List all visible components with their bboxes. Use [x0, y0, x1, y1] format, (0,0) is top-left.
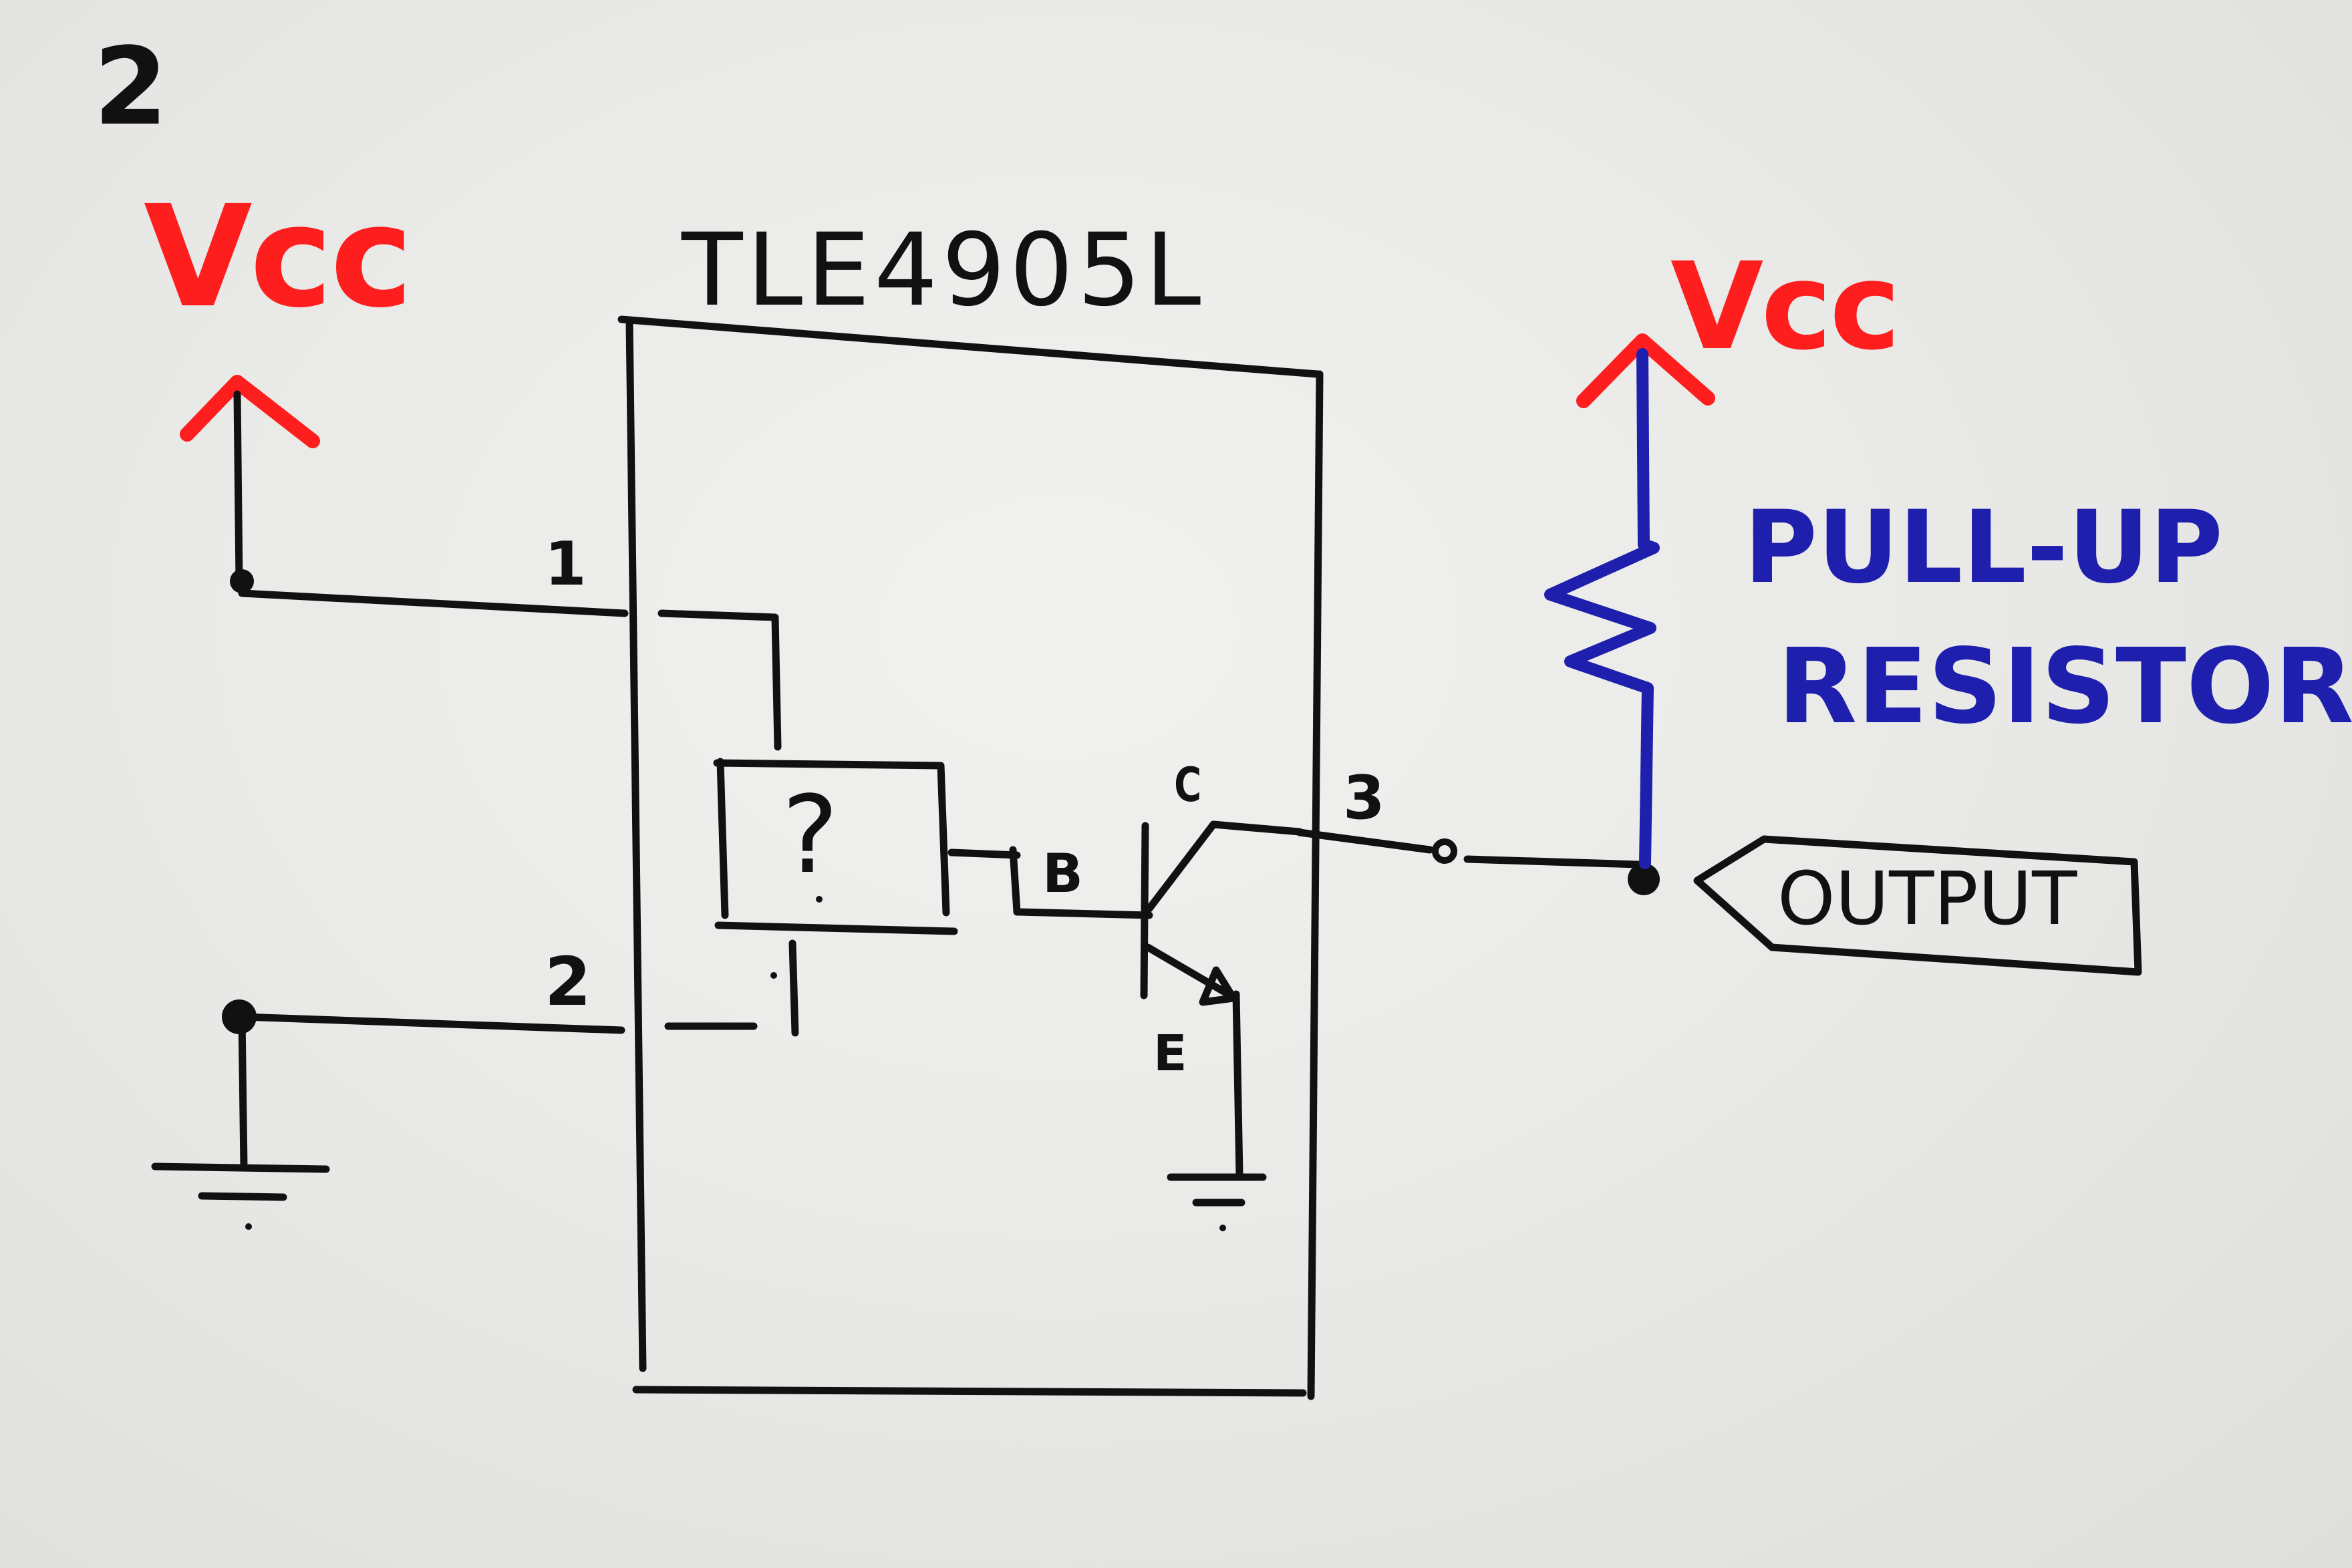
emitter-arrow: [1199, 966, 1237, 1006]
collector-lead: [1145, 820, 1304, 913]
output-label: OUTPUT: [1777, 856, 2077, 941]
pin3-wire: [1296, 828, 1434, 854]
pin2-internal-dot: [770, 972, 777, 979]
base-wire: [947, 846, 1153, 919]
internal-ground-icon: [1167, 1173, 1267, 1207]
left-vcc-arrow: [180, 375, 320, 448]
base-label: B: [1042, 842, 1083, 905]
pin1-label: 1: [545, 529, 587, 599]
pin3-label: 3: [1343, 763, 1385, 833]
output-flag: [1693, 835, 2142, 976]
pin2-wire: [238, 1013, 625, 1034]
left-ground-dot: [245, 1223, 252, 1230]
emitter-lead: [1144, 943, 1232, 998]
left-vcc-wire: [233, 390, 243, 585]
chip-title: TLE4905L: [682, 212, 1205, 329]
unknown-block-dot: [816, 896, 823, 903]
left-ground-icon: [151, 1162, 330, 1201]
right-vcc-label: Vcc: [1670, 237, 1901, 377]
output-wire: [1463, 855, 1642, 869]
pin2-internal-wire: [664, 939, 799, 1037]
internal-ground-dot: [1219, 1225, 1226, 1231]
left-vcc-label: Vcc: [144, 175, 413, 339]
pin1-wire: [238, 589, 629, 617]
pin1-internal-wire: [657, 609, 782, 751]
emitter-ground-wire: [1232, 990, 1243, 1180]
left-ground-wire: [238, 1013, 248, 1170]
unknown-block: [713, 758, 958, 935]
unknown-block-label: ?: [782, 772, 839, 897]
pin3-terminal: [1432, 838, 1457, 864]
pin2-label: 2: [545, 943, 591, 1021]
left-vcc-junction: [230, 569, 254, 593]
chip-body: [617, 315, 1324, 1400]
transistor-bar: [1140, 822, 1149, 999]
pull-up-resistor-icon: [1544, 348, 1660, 869]
pull-up-label: PULL-UP: [1744, 490, 2223, 606]
resistor-label: RESISTOR: [1777, 626, 2352, 747]
emitter-label: E: [1153, 1025, 1187, 1082]
right-vcc-arrow: [1576, 333, 1715, 408]
page-number: 2: [94, 24, 168, 149]
output-junction: [1628, 863, 1660, 895]
collector-label: C: [1174, 758, 1202, 812]
